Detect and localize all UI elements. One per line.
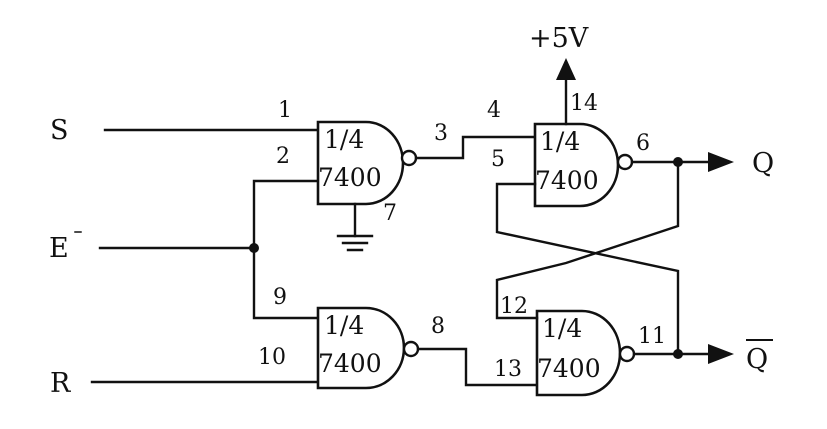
- gate1-label-bottom: 7400: [318, 163, 382, 192]
- gate2-label-top: 1/4: [324, 311, 364, 340]
- gate1-output-bubble: [400, 149, 418, 167]
- ground-symbol: [336, 234, 374, 252]
- wire-gate1-to-gate3: [414, 135, 537, 160]
- pin-2: 2: [276, 144, 290, 169]
- wire-e-to-gate1: [252, 179, 320, 250]
- pin-3: 3: [434, 121, 448, 146]
- input-label-e: E: [49, 233, 69, 264]
- pin-14: 14: [570, 91, 598, 116]
- pin-4: 4: [487, 98, 501, 123]
- output-label-qbar: Q: [746, 344, 768, 375]
- junction-e: [249, 243, 259, 253]
- wire-gate2-to-gate4: [416, 347, 539, 387]
- pin-5: 5: [491, 147, 505, 172]
- feedback-q-to-gate4: [495, 160, 680, 320]
- gate4-label-top: 1/4: [542, 314, 582, 343]
- gate4-output-bubble: [618, 345, 636, 363]
- gate1-label-top: 1/4: [324, 125, 364, 154]
- input-label-s: S: [50, 115, 69, 146]
- supply-arrow: [556, 58, 576, 80]
- gate3-label-top: 1/4: [540, 127, 580, 156]
- pin-12: 12: [500, 294, 528, 319]
- gate2-output-bubble: [402, 340, 420, 358]
- pin-13: 13: [494, 357, 522, 382]
- q-output-arrow: [708, 152, 734, 172]
- nand-gate-1: [316, 120, 405, 206]
- qbar-output-arrow: [708, 344, 734, 364]
- nand-gate-3: [533, 122, 620, 208]
- gate3-label-bottom: 7400: [535, 166, 599, 195]
- supply-label: +5V: [529, 23, 589, 54]
- input-label-r: R: [50, 368, 71, 399]
- feedback-qbar-to-gate3: [495, 182, 680, 356]
- wire-e-to-gate2: [252, 246, 320, 320]
- pin-9: 9: [273, 285, 287, 310]
- pin-8: 8: [431, 314, 445, 339]
- gate2-label-bottom: 7400: [318, 349, 382, 378]
- output-label-q: Q: [752, 148, 774, 179]
- gate4-label-bottom: 7400: [537, 354, 601, 383]
- pin-7: 7: [383, 201, 397, 226]
- pin-10: 10: [258, 345, 286, 370]
- gate3-output-bubble: [616, 153, 634, 171]
- pin-1: 1: [278, 98, 292, 123]
- pin-11: 11: [638, 324, 666, 349]
- pin-6: 6: [636, 131, 650, 156]
